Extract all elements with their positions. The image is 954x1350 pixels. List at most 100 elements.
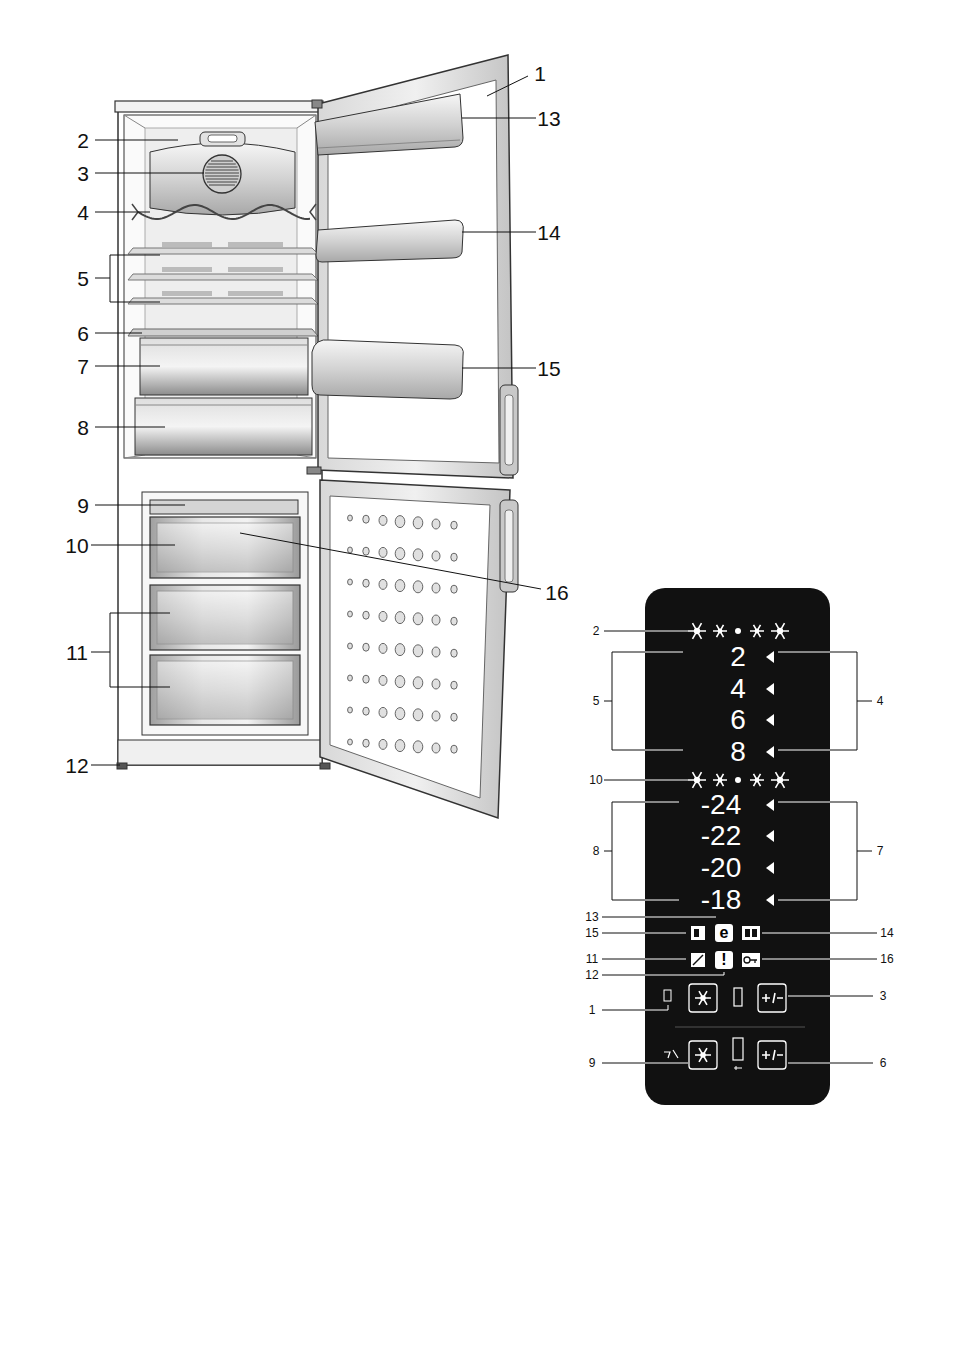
door-dimple <box>413 517 423 529</box>
snowflake-icon <box>695 991 711 1005</box>
hinge <box>312 100 322 108</box>
eco-icon <box>715 924 733 942</box>
plus-minus-symbol <box>762 1050 783 1060</box>
snowflake-icon <box>700 995 706 1001</box>
callout-number: 12 <box>585 969 598 981</box>
snowflake-icon <box>750 625 764 637</box>
door-dimple <box>413 581 423 593</box>
light-lens <box>208 135 237 142</box>
callout-number: 12 <box>65 755 88 776</box>
leader-line <box>645 972 724 975</box>
fan-grille <box>207 182 237 183</box>
fan-grille <box>205 176 239 177</box>
snowflake-icon <box>700 1052 706 1058</box>
leader-line <box>645 933 686 934</box>
door-bin <box>315 94 463 155</box>
leader-line <box>487 76 528 96</box>
quick-freeze-icon <box>691 953 705 967</box>
door-dimple <box>379 515 387 525</box>
freezer-door <box>320 480 510 818</box>
handle-grip <box>505 395 513 465</box>
indicator-arrow <box>766 830 774 842</box>
fan-grille <box>205 170 238 171</box>
leader-line <box>857 701 872 702</box>
door-dimple <box>451 553 457 561</box>
door-dimple <box>348 547 353 553</box>
door-dimple <box>395 708 405 720</box>
door-dimple <box>379 611 387 621</box>
leader-line <box>95 427 165 428</box>
door-dimple <box>432 647 440 657</box>
fan-grille <box>205 173 239 174</box>
leader-line <box>602 933 686 934</box>
vent-slit <box>162 267 212 272</box>
door-dimple <box>363 643 369 651</box>
wine-rack-end <box>132 204 316 220</box>
vent-slit <box>162 242 212 247</box>
snowflake-icon <box>771 772 789 788</box>
indicator-arrow <box>766 714 774 726</box>
leader-line <box>645 780 688 781</box>
callout-number: 15 <box>585 927 598 939</box>
door-dimple <box>348 739 353 745</box>
vent-slit <box>228 242 283 247</box>
small-icon <box>664 1050 678 1058</box>
snowflake-icon <box>688 772 706 788</box>
snowflake-icon <box>718 778 723 783</box>
callout-number: 6 <box>880 1057 887 1069</box>
fan <box>203 155 241 193</box>
callout-number: 9 <box>589 1057 596 1069</box>
callout-number: 10 <box>589 774 602 786</box>
door-dimple <box>379 579 387 589</box>
door-dimple <box>348 675 353 681</box>
door-dimple <box>451 521 457 529</box>
door-dimple <box>413 709 423 721</box>
snowflake-icon <box>777 628 783 634</box>
button <box>758 1041 786 1069</box>
door-dimple <box>451 745 457 753</box>
indicator <box>734 988 742 1006</box>
door-dimple <box>432 615 440 625</box>
fan-grille <box>208 164 235 165</box>
door-dimple <box>395 516 405 528</box>
door-dimple <box>413 677 423 689</box>
leader-line <box>645 959 686 960</box>
callout-number: 4 <box>877 695 884 707</box>
freezer-drawer <box>150 585 300 650</box>
plus-minus-symbol <box>762 993 783 1003</box>
snowflake-icon <box>777 777 783 783</box>
door-dimple <box>348 579 353 585</box>
leader-line <box>95 366 160 367</box>
leader-line <box>645 652 683 750</box>
callout-number: 11 <box>66 642 88 663</box>
leader-line <box>762 959 830 960</box>
callout-number: 3 <box>77 163 89 184</box>
crisper-drawer <box>140 338 308 395</box>
leader-line <box>462 118 536 119</box>
callout-number: 3 <box>880 990 887 1002</box>
leader-line <box>110 255 160 302</box>
leader-line <box>91 765 120 766</box>
snowflake-icon <box>695 1048 711 1062</box>
door-dimple <box>451 585 457 593</box>
snowflake-icon <box>694 628 700 634</box>
leader-line <box>95 278 110 279</box>
on-icon <box>745 929 750 937</box>
control-panel: 2468-24-22-20-18e! <box>645 588 830 1105</box>
door-dimple <box>348 643 353 649</box>
door-dimple <box>395 612 405 624</box>
small-icon <box>734 1066 742 1070</box>
callout-number: 11 <box>586 953 598 965</box>
key-lock-icon <box>750 960 757 963</box>
key-lock-icon <box>742 953 760 967</box>
leader-line <box>788 1063 830 1064</box>
snowflake-icon <box>735 628 741 634</box>
glass-shelf <box>128 274 318 280</box>
glass-shelf <box>128 248 318 254</box>
callout-number: 13 <box>537 108 560 129</box>
drawer-lip <box>140 345 308 346</box>
leader-line <box>645 802 679 900</box>
indicator-arrow <box>766 894 774 906</box>
foot <box>320 763 330 769</box>
panel-reading: ! <box>721 952 726 968</box>
